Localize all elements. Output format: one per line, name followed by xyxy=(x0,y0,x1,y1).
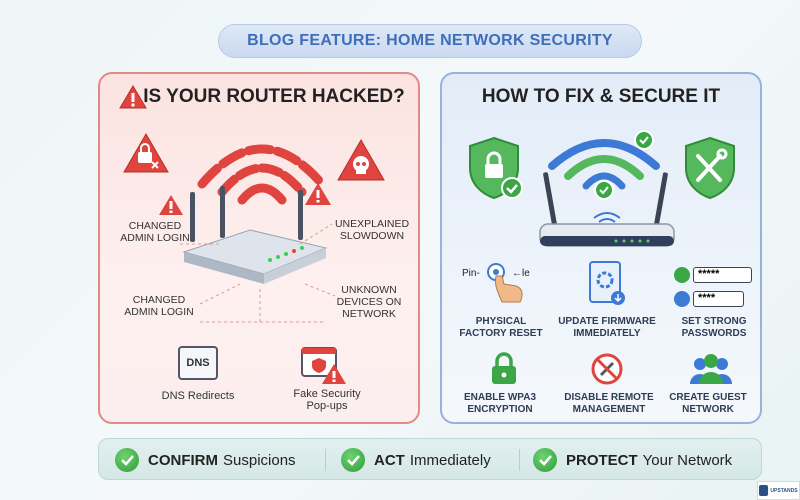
blog-feature-banner: BLOG FEATURE: HOME NETWORK SECURITY xyxy=(218,24,642,58)
upstands-logo: UPSTANDS xyxy=(757,481,800,500)
small-warning-icon xyxy=(159,195,183,215)
locked-warning-icon xyxy=(123,133,169,173)
strong-passwords-label: SET STRONG PASSWORDS xyxy=(681,316,747,339)
right-panel-title: HOW TO FIX & SECURE IT xyxy=(481,86,721,107)
divider xyxy=(519,449,520,471)
shield-lock-icon xyxy=(469,136,523,200)
dns-redirects-label: DNS Redirects xyxy=(161,390,235,402)
warning-triangle-icon xyxy=(119,85,147,109)
pin-label: Pin- xyxy=(462,268,480,279)
skull-warning-icon xyxy=(337,138,385,181)
check-icon xyxy=(341,448,365,472)
password-text-2: **** xyxy=(693,291,744,307)
fix-secure-panel: HOW TO FIX & SECURE IT Pin- xyxy=(440,72,762,424)
changed-admin-login-label: CHANGED ADMIN LOGIN xyxy=(120,220,190,244)
banner-text: BLOG FEATURE: HOME NETWORK SECURITY xyxy=(247,32,613,49)
check-icon xyxy=(115,448,139,472)
password-field-2: **** xyxy=(674,290,744,308)
changed-admin-login-label-2: CHANGED ADMIN LOGIN xyxy=(124,294,194,318)
protect-network-item: PROTECT Your Network xyxy=(533,447,732,473)
update-firmware-label: UPDATE FIRMWARE IMMEDIATELY xyxy=(558,316,656,339)
small-warning-icon xyxy=(305,183,331,205)
password-field-1: ***** xyxy=(674,266,752,284)
enable-wpa3-label: ENABLE WPA3 ENCRYPTION xyxy=(463,392,537,415)
left-panel-title: IS YOUR ROUTER HACKED? xyxy=(143,86,405,107)
confirm-suspicions-item: CONFIRM Suspicions xyxy=(115,447,296,473)
password-text-1: ***** xyxy=(693,267,752,283)
logo-mark-icon xyxy=(759,485,769,496)
wifi-secure-icon xyxy=(548,130,660,200)
router-secure-icon xyxy=(539,172,675,247)
wifi-icon xyxy=(674,291,690,307)
router-hacked-panel: IS YOUR ROUTER HACKED? xyxy=(98,72,420,424)
physical-reset-label: PHYSICAL FACTORY RESET xyxy=(459,316,543,339)
disable-remote-label: DISABLE REMOTE MANAGEMENT xyxy=(564,392,654,415)
divider xyxy=(325,449,326,471)
no-remote-icon xyxy=(591,353,623,385)
fake-security-popups-label: Fake Security Pop-ups xyxy=(293,388,361,412)
fake-popup-icon xyxy=(301,347,346,384)
dns-icon: DNS xyxy=(178,346,218,380)
broken-wifi-icon xyxy=(197,144,327,205)
finger-press-icon xyxy=(487,263,523,303)
guest-network-label: CREATE GUEST NETWORK xyxy=(669,392,747,415)
act-immediately-item: ACT Immediately xyxy=(341,447,491,473)
action-summary-bar: CONFIRM Suspicions ACT Immediately PROTE… xyxy=(98,438,762,480)
unknown-devices-label: UNKNOWN DEVICES ON NETWORK xyxy=(336,284,402,320)
guest-users-icon xyxy=(690,354,732,384)
le-label: ←le xyxy=(512,268,530,279)
unexplained-slowdown-label: UNEXPLAINED SLOWDOWN xyxy=(334,218,410,242)
check-icon xyxy=(533,448,557,472)
firmware-update-icon xyxy=(589,261,625,305)
user-icon xyxy=(674,267,690,283)
router-hacked-icon xyxy=(182,186,328,284)
wpa3-lock-icon xyxy=(492,352,516,384)
shield-tools-icon xyxy=(685,136,735,200)
